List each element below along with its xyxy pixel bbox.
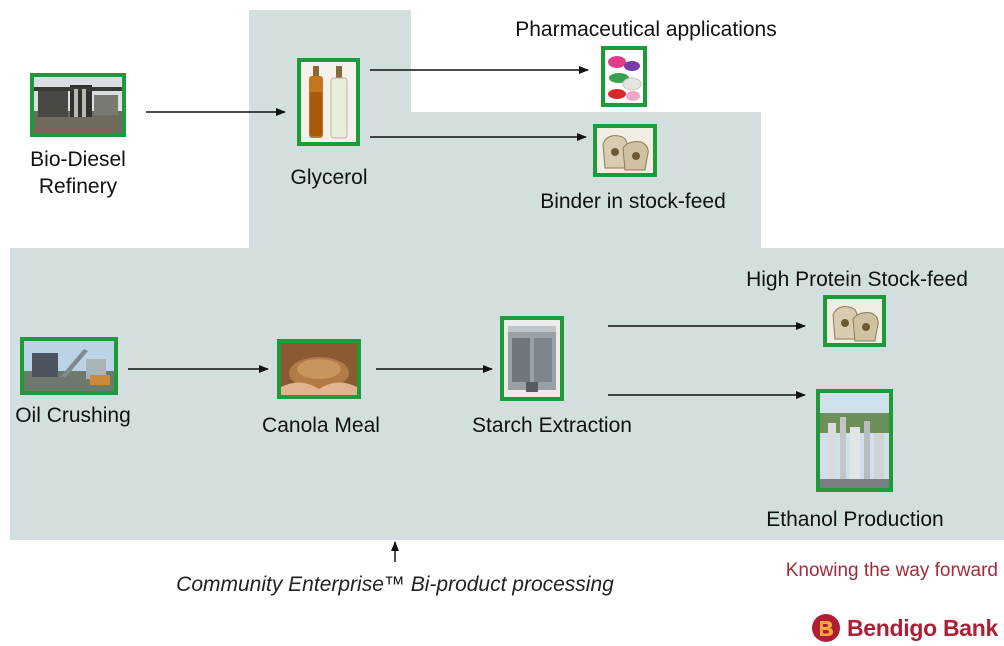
oil-crushing-label: Oil Crushing — [15, 404, 131, 427]
binder-label: Binder in stock-feed — [540, 190, 726, 213]
brand-name: Bendigo Bank — [846, 614, 998, 641]
protein-feed-image — [823, 295, 886, 347]
protein-feed-label: High Protein Stock-feed — [746, 268, 968, 291]
crushing-plant-icon — [24, 341, 114, 391]
binder-image — [593, 124, 657, 177]
tagline: Knowing the way forward — [785, 560, 998, 581]
ethanol-plant-icon — [820, 393, 889, 488]
starch-extraction-image — [500, 316, 564, 401]
biodiesel-refinery-image — [30, 73, 126, 137]
starch-extraction-label: Starch Extraction — [472, 414, 632, 437]
pills-icon — [605, 50, 643, 103]
refinery-photo-icon — [34, 77, 122, 133]
bendigo-bank-logo — [811, 614, 840, 642]
pharma-label: Pharmaceutical applications — [515, 18, 777, 41]
pharma-image — [601, 46, 647, 107]
ethanol-image — [816, 389, 893, 492]
canola-meal-image — [277, 339, 361, 399]
glycerol-image — [297, 58, 360, 146]
canola-meal-icon — [281, 343, 357, 395]
oil-crushing-image — [20, 337, 118, 395]
ethanol-label: Ethanol Production — [766, 508, 944, 531]
canola-meal-label: Canola Meal — [262, 414, 380, 437]
oil-bottles-icon — [301, 62, 356, 142]
biodiesel-refinery-label: Bio-Diesel Refinery — [30, 148, 126, 198]
extraction-machine-icon — [504, 320, 560, 397]
feed-sacks-icon — [597, 128, 653, 173]
glycerol-label: Glycerol — [290, 166, 368, 189]
brand: Bendigo Bank — [811, 610, 998, 646]
binder-panel — [411, 112, 761, 250]
feed-sacks-icon — [827, 299, 882, 343]
diagram-caption: Community Enterprise™ Bi-product process… — [176, 573, 614, 596]
